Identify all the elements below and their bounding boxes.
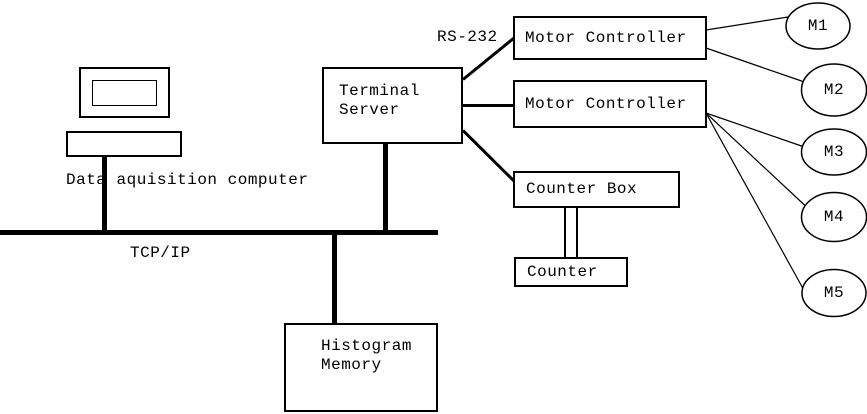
motor-controller-2-label: Motor Controller [525, 94, 687, 113]
motor-controller-1-label: Motor Controller [525, 28, 687, 47]
computer-keyboard-icon [66, 131, 182, 157]
motor-controller-2-box: Motor Controller [513, 80, 707, 128]
lead-mc1-to-m2 [705, 47, 804, 83]
histogram-memory-label-line1: Histogram [321, 337, 412, 355]
counter-label: Counter [527, 262, 598, 281]
histogram-memory-label-line2: Memory [321, 356, 382, 374]
terminal-server-box: Terminal Server [322, 67, 463, 144]
motor-m5-ellipse [801, 268, 867, 318]
motor-controller-1-box: Motor Controller [513, 16, 707, 60]
motor-m1-ellipse [785, 2, 851, 50]
rs232-link-to-motor-controller-1 [462, 36, 515, 81]
computer-screen-icon [92, 80, 157, 106]
data-acquisition-computer-label: Data aquisition computer [66, 171, 309, 189]
lead-mc1-to-m1 [705, 16, 789, 31]
counter-box-label: Counter Box [526, 180, 638, 198]
motor-m4-label: M4 [823, 207, 845, 226]
terminal-server-label-line1: Terminal [339, 82, 420, 100]
motor-m5-label: M5 [823, 283, 845, 302]
histogram-memory-box: Histogram Memory [284, 323, 438, 412]
tcpip-bus-label: TCP/IP [130, 244, 191, 262]
terminal-server-label-line2: Server [339, 101, 400, 119]
counter-box: Counter [514, 257, 628, 287]
motor-m3-label: M3 [823, 142, 845, 161]
counter-box-box: Counter Box [513, 171, 680, 208]
rs232-link-to-counter-box [461, 129, 517, 184]
lead-mc2-to-m4 [705, 112, 806, 207]
lead-mc2-to-m3 [705, 112, 804, 148]
lead-mc2-to-m5 [705, 112, 804, 289]
motor-m2-label: M2 [823, 80, 845, 99]
motor-m1-label: M1 [807, 16, 829, 35]
rs232-label: RS-232 [437, 28, 498, 46]
